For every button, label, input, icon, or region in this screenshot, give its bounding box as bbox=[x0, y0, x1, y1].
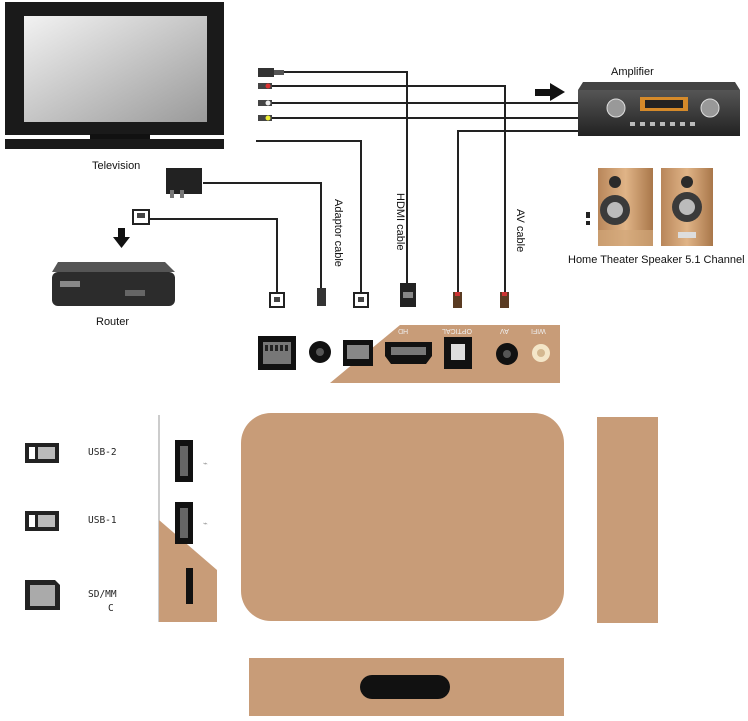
sd-label-line2: C bbox=[108, 603, 114, 614]
arrow-right-icon bbox=[535, 83, 565, 101]
port-label-av: AV bbox=[500, 327, 509, 334]
usb2-label: USB-2 bbox=[88, 447, 117, 458]
television-label: Television bbox=[92, 160, 141, 172]
sd-card-icon bbox=[25, 580, 60, 610]
sd-label-line1: SD/MM bbox=[88, 589, 117, 600]
power-adapter-icon bbox=[166, 168, 202, 198]
port-label-optical: OPTICAL bbox=[442, 327, 472, 334]
svg-text:⌁: ⌁ bbox=[203, 459, 208, 468]
amplifier-label: Amplifier bbox=[611, 66, 654, 78]
rear-cable-plugs bbox=[269, 283, 509, 308]
device-right-side bbox=[597, 417, 658, 623]
port-label-wifi: WIFI bbox=[531, 327, 546, 334]
rear-panel bbox=[245, 325, 560, 383]
usb-connector-icon bbox=[25, 443, 59, 463]
ethernet-plug-icon bbox=[132, 209, 150, 225]
arrow-down-icon bbox=[113, 228, 130, 248]
router-icon bbox=[52, 262, 175, 306]
adaptor-cable-label: Adaptor cable bbox=[332, 199, 344, 267]
av-cable-label: AV cable bbox=[514, 209, 526, 253]
speakers-label: Home Theater Speaker 5.1 Channel bbox=[568, 254, 745, 266]
side-panel: ⌁ ⌁ bbox=[158, 415, 217, 622]
hdmi-cable-label: HDMI cable bbox=[394, 193, 406, 251]
amplifier-icon bbox=[578, 82, 740, 136]
device-front-view bbox=[249, 658, 564, 716]
tv-cable-plugs bbox=[258, 68, 284, 121]
speakers-icon bbox=[586, 168, 713, 246]
router-label: Router bbox=[96, 316, 130, 328]
television-icon bbox=[5, 2, 224, 149]
cable-lines bbox=[148, 71, 578, 296]
port-label-hd: HD bbox=[398, 327, 409, 334]
usb1-label: USB-1 bbox=[88, 515, 117, 526]
usb-connector-icon bbox=[25, 511, 59, 531]
svg-text:⌁: ⌁ bbox=[203, 519, 208, 528]
device-top-view bbox=[241, 413, 564, 621]
